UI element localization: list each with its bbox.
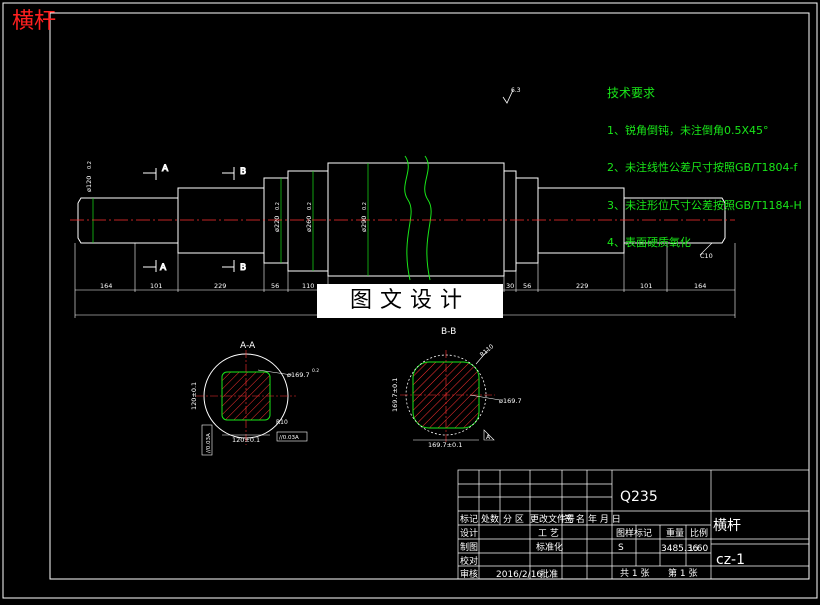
cut-b-top-label: B: [240, 167, 246, 177]
shaft-right-step2: [537, 187, 625, 254]
len-right-5: 164: [694, 282, 706, 290]
diameter-leaders: [92, 163, 369, 276]
section-aa-title: A-A: [240, 341, 256, 351]
technical-requirements: 技术要求 1、锐角倒钝，未注倒角0.5X45° 2、未注线性公差尺寸按照GB/T…: [607, 62, 802, 262]
tb-stage-mark: 图样标记: [616, 527, 652, 539]
shaft-right-step4: [503, 170, 517, 272]
tb-count: 处数: [481, 513, 499, 525]
tb-weight-label: 重量: [666, 527, 684, 539]
tb-sheet: 第 1 张: [668, 567, 697, 579]
length-labels: 164 101 229 56 110 30 56 229 101 164: [100, 282, 706, 290]
bb-dia-label: ø169.7: [499, 397, 522, 405]
tb-scale: 1:60: [688, 544, 708, 554]
diameter-labels: ø120 0.2 ø220 0.2 ø260 0.2 ø290 0.2: [85, 161, 368, 232]
len-left-3: 229: [214, 282, 226, 290]
aa-vert-label: 120±0.1: [190, 382, 198, 410]
len-right-3: 229: [576, 282, 588, 290]
tb-signature: 签 名: [564, 513, 585, 525]
len-left-4: 56: [271, 282, 279, 290]
corner-title: 横杆: [12, 9, 57, 34]
watermark: 图文设计: [317, 284, 503, 318]
material-label: Q235: [620, 489, 658, 505]
dia-end-tol: 0.2: [87, 161, 93, 169]
tb-change-doc: 更改文件号: [530, 513, 575, 525]
dia-220-label: ø220: [273, 216, 281, 232]
tb-design: 设计: [460, 527, 478, 539]
tb-approve: 批准: [540, 568, 558, 580]
chamfer-leader: [699, 242, 713, 256]
dia-260-label: ø260: [305, 216, 313, 232]
part-name: 横杆: [713, 518, 741, 534]
len-left-5: 110: [302, 282, 314, 290]
shaft-left-step2: [177, 187, 265, 254]
tb-mark: 标记: [460, 513, 478, 525]
sheet-inner-border: [49, 12, 810, 580]
tb-date: 2016/2/16: [496, 570, 542, 580]
aa-radius-label: R10: [276, 419, 288, 426]
roughness-value: 6.3: [511, 87, 521, 94]
bb-datum-label: A: [486, 434, 491, 441]
tb-sheets: 共 1 张: [620, 568, 649, 579]
section-bb-title: B-B: [441, 327, 456, 337]
tb-check: 校对: [460, 555, 478, 567]
tech-req-item-3: 3、未注形位尺寸公差按照GB/T1184-H: [607, 198, 802, 212]
len-left-1: 164: [100, 282, 112, 290]
tb-zone: 分 区: [503, 514, 524, 525]
aa-dia-tol: 0.2: [312, 368, 319, 374]
chamfer-label: C10: [700, 252, 713, 260]
shaft-body: [327, 162, 505, 277]
tb-process: 工 艺: [538, 528, 559, 539]
shaft-right-end: [624, 197, 726, 244]
drawing-number: cz-1: [716, 552, 745, 568]
section-aa-view: ø169.7 0.2 120±0.1 120±0.1 R10 //0.03A /…: [190, 350, 319, 456]
len-right-4: 101: [640, 282, 652, 290]
cut-b-bottom-label: B: [240, 263, 246, 273]
dia-290-tol: 0.2: [362, 202, 368, 210]
cut-a-top-label: A: [162, 164, 169, 174]
section-bb-view: R110 ø169.7 169.7±0.1 169.7±0.1 A: [391, 343, 522, 449]
title-block: [457, 469, 810, 580]
tech-req-item-4: 4、表面硬质氧化: [607, 236, 691, 249]
len-right-2: 56: [523, 282, 531, 290]
aa-flatness-label-2: //0.03A: [206, 433, 212, 453]
aa-horiz-label: 120±0.1: [232, 436, 260, 444]
cut-a-bottom-label: A: [160, 263, 167, 273]
title-block-text: Q235 横杆 cz-1 标记 处数 分 区 更改文件号 签 名 年 月 日 设…: [460, 489, 745, 580]
tech-req-title: 技术要求: [607, 86, 656, 100]
len-right-1: 30: [506, 282, 514, 290]
tech-req-item-1: 1、锐角倒钝，未注倒角0.5X45°: [607, 123, 769, 137]
bb-horiz-label: 169.7±0.1: [428, 441, 462, 449]
section-markers: A A B B: [143, 164, 247, 274]
shaft-main-view: [77, 162, 726, 277]
break-lines: [404, 155, 432, 281]
aa-flatness-label: //0.03A: [279, 435, 299, 441]
dia-end-label: ø120: [85, 176, 93, 192]
dia-290-label: ø290: [360, 216, 368, 232]
bb-radius-label: R110: [479, 343, 496, 359]
aa-dia-label: ø169.7: [287, 371, 310, 379]
roughness-symbol: 6.3: [502, 87, 521, 104]
bb-vert-label: 169.7±0.1: [391, 378, 399, 412]
tb-standard: 标准化: [536, 541, 563, 553]
dia-260-tol: 0.2: [307, 202, 313, 210]
tb-scale-label: 比例: [690, 527, 708, 539]
shaft-right-step3: [515, 177, 539, 264]
tb-s: S: [618, 543, 624, 553]
tb-draw: 制图: [460, 541, 478, 553]
dia-220-tol: 0.2: [275, 202, 281, 210]
len-left-2: 101: [150, 282, 162, 290]
tech-req-item-2: 2、未注线性公差尺寸按照GB/T1804-f: [607, 161, 798, 174]
tb-weight: 3485.36: [661, 544, 698, 554]
tb-review: 审核: [460, 568, 478, 580]
tb-date-label: 年 月 日: [588, 513, 621, 525]
